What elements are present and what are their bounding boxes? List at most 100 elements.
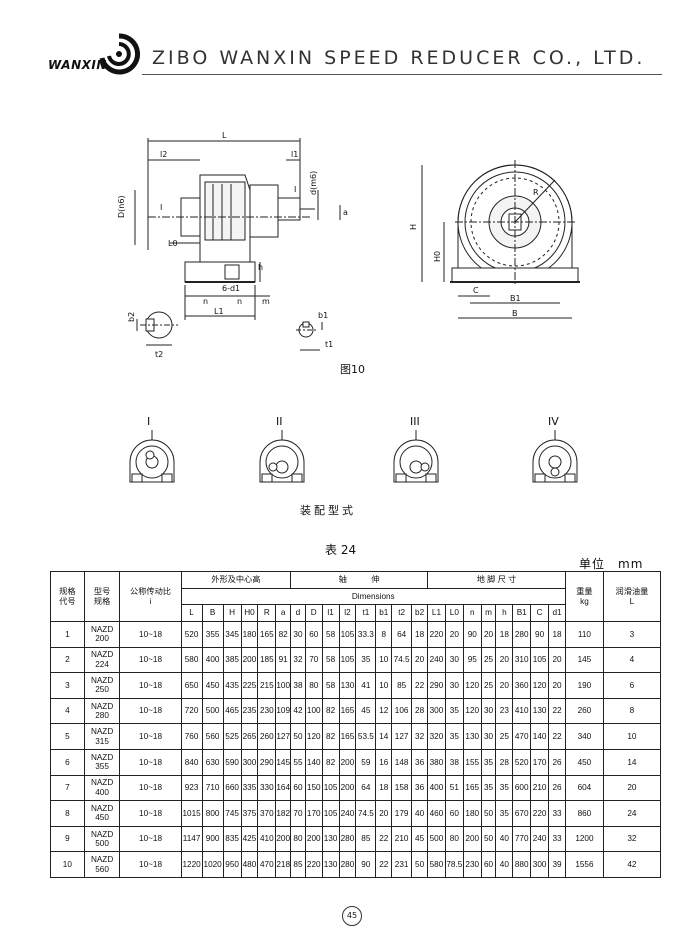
table-cell: 525: [222, 723, 242, 750]
table-cell: 760: [180, 723, 203, 750]
assembly-type-2: [259, 430, 305, 483]
table-cell: 1556: [564, 851, 604, 878]
column-header: l1: [321, 604, 340, 622]
header-ratio-text: 公称传动比 i: [130, 587, 171, 606]
table-cell: 110: [564, 621, 604, 648]
table-cell: 60: [444, 800, 464, 827]
table-cell: 290: [427, 672, 446, 699]
column-header: b2: [411, 604, 429, 622]
table-cell: 12: [375, 697, 393, 725]
table-cell: 240: [427, 646, 446, 674]
table-cell: 580: [427, 851, 446, 878]
assembly-type-3: [393, 430, 439, 483]
table-cell: 170: [530, 748, 550, 776]
table-cell: 1015: [180, 800, 203, 827]
table-cell: 520: [180, 621, 203, 648]
table-cell: 26: [548, 774, 566, 802]
table-cell: 580: [180, 646, 203, 674]
table-cell: 35: [480, 774, 497, 802]
table-cell: 4: [602, 646, 662, 674]
table-cell: 1200: [564, 825, 604, 853]
column-header: B: [201, 604, 224, 622]
company-name: ZIBO WANXIN SPEED REDUCER CO., LTD.: [152, 47, 646, 69]
table-cell: 260: [564, 697, 604, 725]
table-cell: 240: [530, 825, 550, 853]
table-cell: 10~18: [119, 851, 182, 878]
header-weight: 重量 kg: [564, 571, 604, 622]
table-cell: 82: [321, 748, 340, 776]
table-cell: 380: [427, 748, 446, 776]
table-cell: 38: [444, 748, 464, 776]
table-cell: 215: [257, 672, 277, 699]
header-size-code-text: 规格 代号: [59, 587, 76, 606]
table-cell: 6: [50, 748, 85, 776]
logo-text: WANXIN: [48, 58, 107, 72]
table-cell: 155: [462, 748, 482, 776]
table-cell: 470: [257, 851, 277, 878]
table-cell: 165: [338, 697, 357, 725]
table-cell: 16: [375, 748, 393, 776]
column-header: b1: [375, 604, 393, 622]
table-cell: 590: [222, 748, 242, 776]
table-cell: 20: [495, 646, 514, 674]
table-cell: 225: [240, 672, 259, 699]
table-cell: 20: [480, 621, 497, 648]
table-cell: 604: [564, 774, 604, 802]
table-cell: 660: [222, 774, 242, 802]
table-cell: 200: [275, 825, 292, 853]
table-cell: 158: [391, 774, 413, 802]
table-cell: 330: [257, 774, 277, 802]
table-cell: 25: [480, 646, 497, 674]
side-view: [450, 160, 580, 285]
table-cell: 260: [257, 723, 277, 750]
table-cell: 32: [411, 723, 429, 750]
table-cell: 14: [375, 723, 393, 750]
table-cell: 480: [240, 851, 259, 878]
table-cell: 20: [548, 672, 566, 699]
table-cell: 200: [304, 825, 323, 853]
dim-I-right: I: [294, 185, 296, 194]
table-cell: 130: [338, 672, 357, 699]
column-header: t1: [355, 604, 377, 622]
table-cell: 1147: [180, 825, 203, 853]
assembly-label-3: III: [410, 415, 420, 428]
table-cell: 80: [304, 672, 323, 699]
header-outline-group: 外形及中心高: [180, 571, 292, 589]
header-foot-group: 地 脚 尺 寸: [427, 571, 566, 589]
table-cell: 18: [548, 621, 566, 648]
shaft-section-left: [136, 311, 178, 346]
table-cell: 38: [290, 672, 306, 699]
assembly-caption: 装配型式: [300, 504, 356, 517]
table-cell: 26: [548, 748, 566, 776]
table-cell: 148: [391, 748, 413, 776]
table-cell: 70: [290, 800, 306, 827]
table-cell: 185: [257, 646, 277, 674]
table-cell: 105: [321, 774, 340, 802]
table-cell: 20: [411, 646, 429, 674]
header-size-code: 规格 代号: [50, 571, 85, 622]
table-cell: 231: [391, 851, 413, 878]
table-cell: 4: [50, 697, 85, 725]
table-cell: NAZD 400: [83, 774, 121, 802]
dim-H: H: [409, 224, 418, 230]
table-cell: 150: [304, 774, 323, 802]
table-cell: 22: [411, 672, 429, 699]
table-cell: 460: [427, 800, 446, 827]
table-cell: 200: [462, 825, 482, 853]
table-cell: 200: [338, 774, 357, 802]
page-header: WANXIN ZIBO WANXIN SPEED REDUCER CO., LT…: [0, 0, 700, 90]
table-cell: 22: [548, 697, 566, 725]
column-header: B1: [512, 604, 532, 622]
table-cell: 180: [240, 621, 259, 648]
table-cell: 190: [564, 672, 604, 699]
table-cell: 10~18: [119, 825, 182, 853]
column-header: R: [257, 604, 277, 622]
table-cell: 3: [602, 621, 662, 648]
table-cell: 30: [444, 646, 464, 674]
table-cell: 30: [480, 723, 497, 750]
table-cell: 220: [304, 851, 323, 878]
table-cell: 80: [444, 825, 464, 853]
column-header: L0: [444, 604, 464, 622]
table-cell: 165: [257, 621, 277, 648]
